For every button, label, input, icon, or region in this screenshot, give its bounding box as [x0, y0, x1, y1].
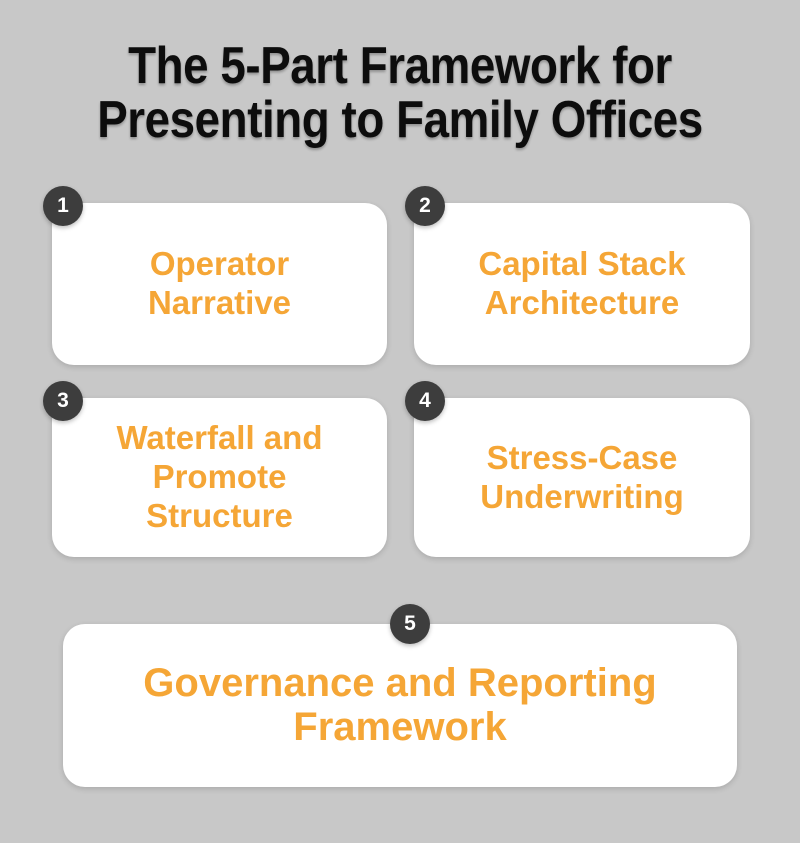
title-line-2: Presenting to Family Offices — [97, 90, 703, 149]
step-number-badge-1: 1 — [43, 186, 83, 226]
step-number-badge-4: 4 — [405, 381, 445, 421]
card-capital-stack-architecture: 2 Capital Stack Architecture — [405, 186, 750, 365]
step-number-badge-3: 3 — [43, 381, 83, 421]
card-operator-narrative: 1 Operator Narrative — [43, 186, 387, 365]
step-number-badge-5: 5 — [390, 604, 430, 644]
card-label: Waterfall and Promote Structure — [116, 419, 323, 534]
card-governance-reporting-framework: 5 Governance and Reporting Framework — [63, 604, 737, 787]
card-stress-case-underwriting: 4 Stress-Case Underwriting — [405, 381, 750, 557]
card-label: Operator Narrative — [147, 245, 292, 321]
page-title: The 5-Part Framework for Presenting to F… — [48, 37, 752, 149]
title-line-1: The 5-Part Framework for — [128, 37, 672, 95]
step-number-badge-2: 2 — [405, 186, 445, 226]
card-waterfall-promote-structure: 3 Waterfall and Promote Structure — [43, 381, 387, 557]
card-label: Stress-Case Underwriting — [480, 438, 684, 515]
card-label: Capital Stack Architecture — [478, 245, 686, 321]
card-label: Governance and Reporting Framework — [143, 661, 657, 749]
